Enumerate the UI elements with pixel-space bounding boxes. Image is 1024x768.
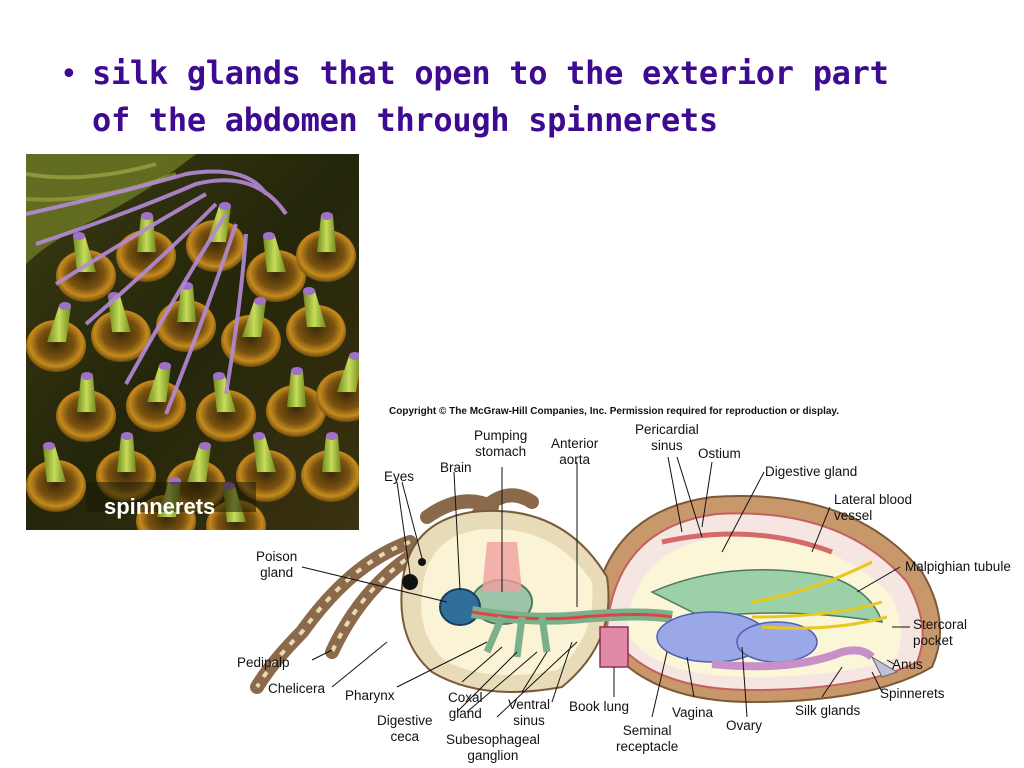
label-spinnerets: Spinnerets <box>880 686 945 701</box>
spinneret-cup <box>296 230 356 282</box>
label-pedipalp: Pedipalp <box>237 655 290 670</box>
spinneret-cup <box>126 380 186 432</box>
label-digestive-gland: Digestive gland <box>765 464 858 479</box>
label-book-lung: Book lung <box>569 699 630 714</box>
label-chelicera: Chelicera <box>268 681 326 696</box>
bullet-text: silk glands that open to the exterior pa… <box>92 50 960 144</box>
spigot-tip <box>159 362 171 370</box>
spigot-tip <box>213 372 225 380</box>
spinneret-spigot <box>242 301 266 337</box>
photo-caption: spinnerets <box>104 494 216 519</box>
spinneret-cup <box>286 305 346 357</box>
spinneret-spigot <box>263 236 286 272</box>
label-poison-gland: Poison gland <box>256 549 298 580</box>
label-vagina: Vagina <box>672 705 714 720</box>
spinneret-cup <box>56 390 116 442</box>
label-silk-glands: Silk glands <box>795 703 861 718</box>
label-subesophageal-ganglion: Subesophageal ganglion <box>446 732 540 763</box>
spinneret-spigot <box>177 286 196 322</box>
spinneret-spigot <box>317 216 336 252</box>
bullet-line-2: of the abdomen through spinnerets <box>92 101 718 139</box>
label-anus: Anus <box>892 657 923 672</box>
spigot-tip <box>253 432 265 440</box>
spinneret-spigot <box>322 436 341 472</box>
spinneret-cup <box>301 450 359 502</box>
spigot-tip <box>43 442 55 450</box>
bullet-line-1: silk glands that open to the exterior pa… <box>92 54 889 92</box>
spinneret-cup <box>26 320 86 372</box>
label-ventral-sinus: Ventral sinus <box>508 697 551 728</box>
copyright-notice: Copyright © The McGraw-Hill Companies, I… <box>389 406 840 417</box>
spinneret-cup <box>91 310 151 362</box>
spigot-tip <box>219 202 231 210</box>
spigot-tip <box>321 212 333 220</box>
spinneret-cup <box>156 300 216 352</box>
label-coxal-gland: Coxal gland <box>448 690 483 721</box>
spinneret-spigot <box>253 436 276 472</box>
label-seminal-receptacle: Seminal receptacle <box>616 723 679 754</box>
label-digestive-ceca: Digestive ceca <box>377 713 433 744</box>
spinneret-spigot <box>43 446 66 482</box>
spinneret-spigot <box>303 291 326 327</box>
spinneret-cup <box>246 250 306 302</box>
label-anterior-aorta: Anterior aorta <box>551 436 599 467</box>
label-pharynx: Pharynx <box>345 688 395 703</box>
spigot-tip <box>254 297 266 305</box>
spigot-tip <box>121 432 133 440</box>
spinneret-cup <box>26 460 86 512</box>
spider-anatomy-diagram <box>250 456 941 718</box>
spigot-tip <box>73 232 85 240</box>
spinneret-spigot <box>213 376 236 412</box>
label-ostium: Ostium <box>698 446 741 461</box>
spigot-tip <box>349 352 359 360</box>
label-stercoral-pocket: Stercoral pocket <box>913 617 968 648</box>
spigot-tip <box>141 212 153 220</box>
spinneret-spigot <box>47 306 71 342</box>
spigot-tip <box>199 442 211 450</box>
spigot-tip <box>291 367 303 375</box>
label-eyes: Eyes <box>384 469 415 484</box>
spinneret-spigot <box>147 366 171 402</box>
label-lateral-blood-vessel: Lateral blood vessel <box>834 492 913 523</box>
spigot-tip <box>59 302 71 310</box>
label-pumping-stomach: Pumping stomach <box>474 428 528 459</box>
spinneret-spigot <box>337 356 359 392</box>
spinneret-spigot <box>117 436 136 472</box>
spigot-tip <box>263 232 275 240</box>
label-malpighian-tubule: Malpighian tubule <box>905 559 1011 574</box>
bullet-point: • silk glands that open to the exterior … <box>60 50 960 144</box>
spigot-tip <box>303 287 315 295</box>
label-ovary: Ovary <box>726 718 763 733</box>
label-pericardial-sinus: Pericardial sinus <box>635 422 699 453</box>
spinneret-spigot <box>187 446 211 482</box>
spinnerets-photo <box>26 154 359 530</box>
spinneret-cup <box>116 230 176 282</box>
spigot-tip <box>81 372 93 380</box>
spigot-tip <box>326 432 338 440</box>
spinneret-cup <box>266 385 326 437</box>
bullet-symbol: • <box>60 57 78 92</box>
spinneret-spigot <box>287 371 306 407</box>
spinneret-spigot <box>108 296 131 332</box>
spinneret-spigot <box>77 376 96 412</box>
spinneret-cup <box>196 390 256 442</box>
label-brain: Brain <box>440 460 472 475</box>
spinneret-cup <box>56 250 116 302</box>
